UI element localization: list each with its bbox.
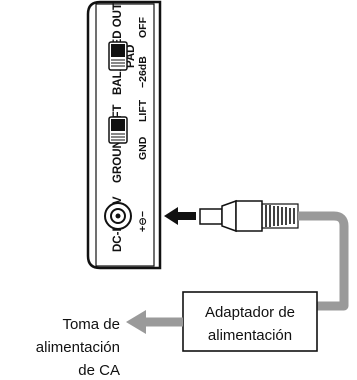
adapter-label-line1: Adaptador de — [205, 304, 295, 321]
ac-cable-arrow — [126, 310, 183, 334]
plug-strain-relief — [265, 205, 295, 227]
lift-label: LIFT — [137, 99, 149, 122]
plug-neck — [221, 199, 237, 233]
dc-cable — [298, 211, 349, 311]
panel-inner-frame — [95, 3, 155, 267]
outlet-label-line2: alimentación — [36, 339, 120, 356]
plug-body — [235, 200, 263, 232]
ac-outlet-label: Toma de alimentación de CA — [36, 316, 120, 379]
adapter-label-line2: alimentación — [208, 327, 292, 344]
adapter-box — [182, 291, 318, 352]
outlet-label-line3: de CA — [78, 362, 120, 379]
polarity-symbol: +⊖− — [137, 211, 149, 232]
pad-level-label: −26dB — [137, 56, 149, 88]
dc-plug — [199, 199, 299, 233]
power-adapter: Adaptador de alimentación — [182, 291, 318, 352]
pad-switch[interactable] — [108, 41, 128, 71]
plug-tip — [199, 208, 223, 225]
pad-label: PAD — [125, 45, 137, 68]
outlet-label-line1: Toma de — [62, 316, 120, 333]
insert-arrow — [164, 207, 196, 225]
dc-in-jack[interactable] — [104, 202, 132, 230]
pad-off-label: OFF — [137, 16, 149, 38]
ground-lift-switch[interactable] — [108, 116, 128, 144]
gnd-label: GND — [137, 136, 149, 160]
